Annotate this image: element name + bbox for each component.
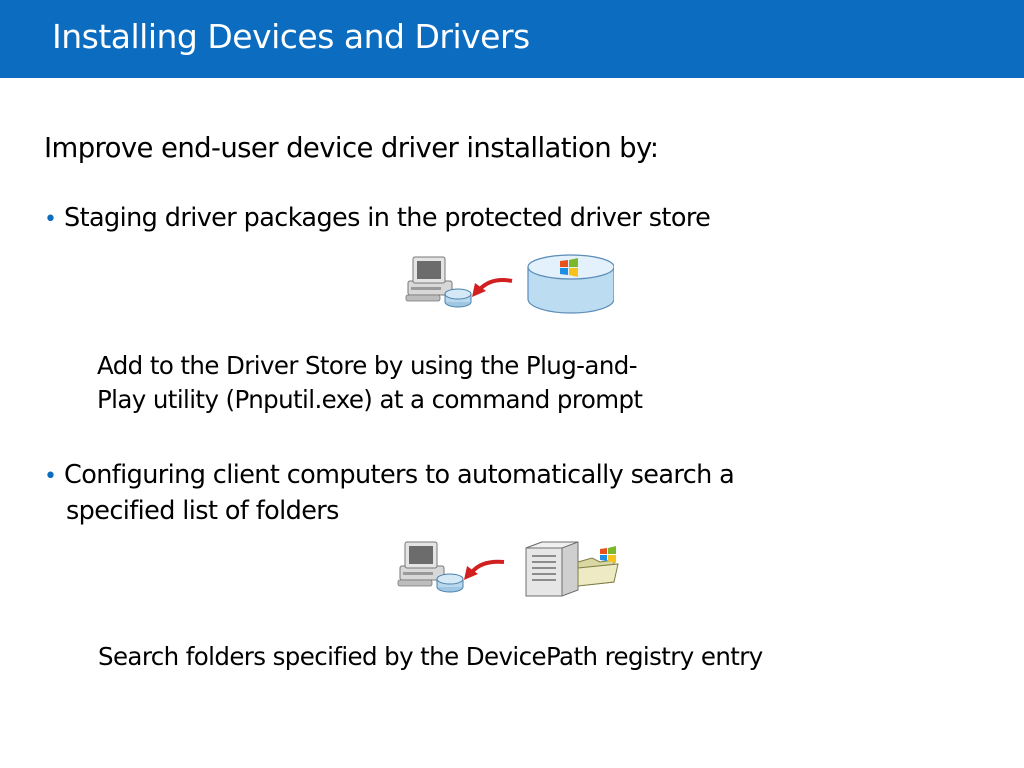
intro-text: Improve end-user device driver installat… <box>44 132 659 164</box>
folder-icon <box>577 557 619 587</box>
server-icon <box>525 541 579 597</box>
windows-logo-icon <box>600 546 616 563</box>
bullet-text-continued: specified list of folders <box>66 496 339 526</box>
windows-logo-icon <box>560 258 578 277</box>
bullet-dot: • <box>44 207 57 232</box>
bullet-text: Staging driver packages in the protected… <box>64 203 711 233</box>
note-line: Add to the Driver Store by using the Plu… <box>97 351 638 380</box>
driver-store-database-icon <box>527 254 614 314</box>
title-bar: Installing Devices and Drivers <box>0 0 1024 78</box>
bullet-staging: • Staging driver packages in the protecte… <box>44 201 711 237</box>
arrow-icon <box>464 559 505 580</box>
computer-icon <box>397 541 445 587</box>
devicepath-note: Search folders specified by the DevicePa… <box>98 642 763 671</box>
driver-store-illustration <box>405 254 614 314</box>
slide-title: Installing Devices and Drivers <box>52 17 530 56</box>
bullet-text: Configuring client computers to automati… <box>64 460 735 490</box>
folder-search-illustration <box>397 541 619 597</box>
bullet-configuring: • Configuring client computers to automat… <box>44 458 904 528</box>
driver-package-icon <box>436 573 464 593</box>
driver-store-note: Add to the Driver Store by using the Plu… <box>97 349 777 417</box>
note-line: Play utility (Pnputil.exe) at a command … <box>97 385 643 414</box>
arrow-icon <box>472 278 513 297</box>
bullet-dot: • <box>44 464 57 489</box>
computer-icon <box>405 256 453 302</box>
driver-package-icon <box>444 288 472 308</box>
